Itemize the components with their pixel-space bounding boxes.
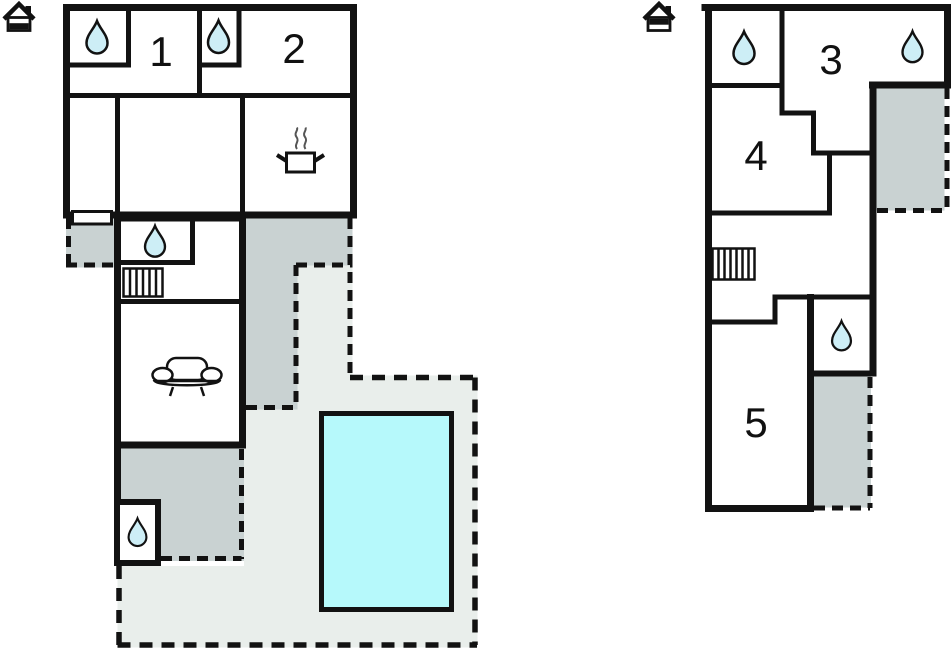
terrace <box>66 218 115 268</box>
bathroom-area <box>877 11 943 81</box>
bathroom-area <box>712 11 779 83</box>
room-3-label: 3 <box>819 36 842 83</box>
first-floor-plan: 3 4 5 <box>642 0 951 512</box>
shower-room-outline <box>114 499 161 566</box>
room-4-area <box>712 89 827 211</box>
chimney <box>665 6 671 14</box>
dining-room-area <box>121 99 240 213</box>
landing-area <box>833 157 869 295</box>
house-first-floor-icon <box>642 0 676 32</box>
terrace <box>814 373 871 508</box>
living-room-area <box>121 305 240 443</box>
house-ground-floor-icon <box>2 0 36 32</box>
cooking-pot-icon <box>275 127 326 174</box>
terrace <box>876 85 945 211</box>
rear-wing-outline <box>114 214 246 449</box>
entrance-door <box>71 210 113 226</box>
swimming-pool <box>319 411 454 612</box>
ground-floor-plan: 1 2 <box>2 0 478 648</box>
chimney <box>25 6 31 14</box>
kitchen-area <box>246 99 351 213</box>
entrance-hall-area <box>70 99 115 211</box>
stairs-icon <box>711 247 756 281</box>
terrace <box>246 218 353 410</box>
bathroom-area <box>203 11 237 63</box>
room-2-label: 2 <box>282 25 305 72</box>
shower-room-area <box>120 505 154 561</box>
stairs-icon <box>122 267 164 298</box>
bathroom-area <box>70 11 126 63</box>
upper-house-base <box>705 4 951 512</box>
room-5-label: 5 <box>744 399 767 446</box>
bathroom-area <box>813 300 868 370</box>
room-4-label: 4 <box>744 132 767 179</box>
room-1-label: 1 <box>149 28 172 75</box>
sofa-icon <box>151 356 223 397</box>
bathroom-area <box>121 221 190 261</box>
